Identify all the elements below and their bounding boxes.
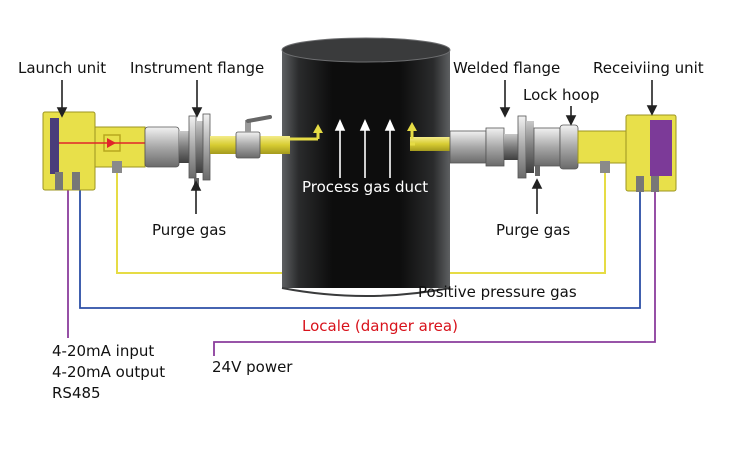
label-process-gas-duct: Process gas duct: [302, 178, 428, 196]
right-instrument-assembly: [407, 115, 579, 179]
pointer-lines: [56, 80, 658, 214]
label-24v-power: 24V power: [212, 358, 293, 376]
gas-flow-arrows: [334, 119, 396, 178]
left-instrument-assembly: [144, 113, 323, 188]
label-receiving-unit: Receiviing unit: [593, 59, 704, 77]
label-welded-flange: Welded flange: [453, 59, 560, 77]
process-gas-duct: [281, 37, 451, 297]
label-locale-danger-area: Locale (danger area): [302, 317, 458, 335]
receiving-unit: [577, 114, 677, 192]
label-lock-hoop: Lock hoop: [523, 86, 599, 104]
label-positive-pressure-gas: Positive pressure gas: [418, 283, 577, 301]
label-purge-gas-right: Purge gas: [496, 221, 570, 239]
label-launch-unit: Launch unit: [18, 59, 106, 77]
label-io-rs485: RS485: [52, 384, 101, 402]
blue-signal-line: [79, 188, 641, 309]
label-instrument-flange: Instrument flange: [130, 59, 264, 77]
label-io-4-20ma-input: 4-20mA input: [52, 342, 154, 360]
power-cable-line: [213, 190, 656, 356]
launch-unit: [42, 111, 146, 191]
label-purge-gas-left: Purge gas: [152, 221, 226, 239]
label-io-4-20ma-output: 4-20mA output: [52, 363, 165, 381]
